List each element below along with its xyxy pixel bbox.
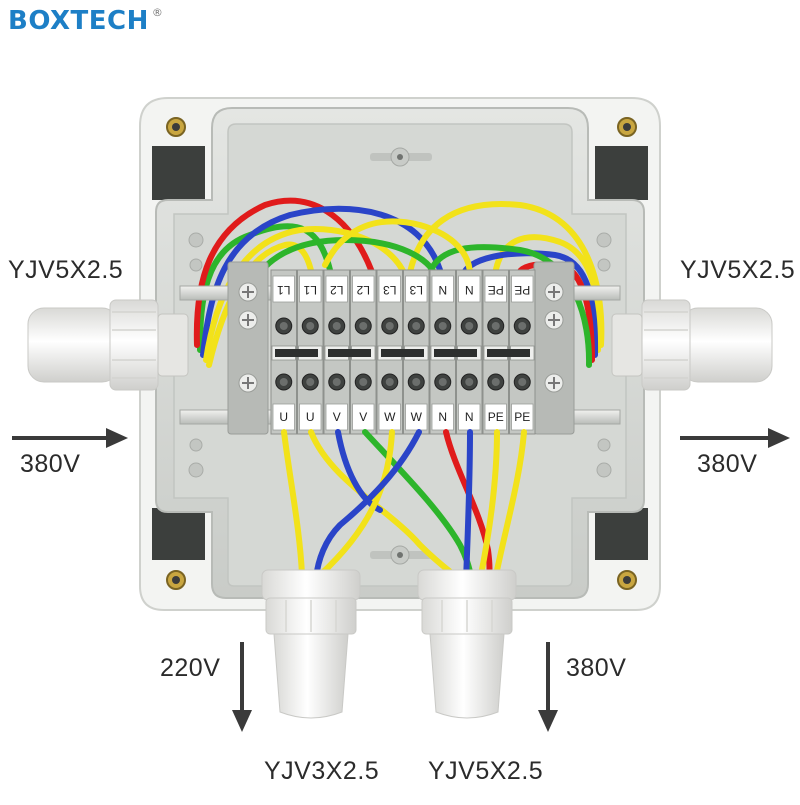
- bottom-left-voltage: 220V: [160, 654, 221, 682]
- terminal-top-label: L2: [330, 283, 344, 297]
- terminal-top-label: N: [465, 283, 474, 297]
- cable-gland-bottom-left: [261, 569, 361, 719]
- mounting-hole-icon: [166, 570, 186, 590]
- cable-gland-right: [611, 299, 773, 391]
- terminal-bottom-label: PE: [514, 410, 530, 424]
- jumper-bar: [434, 349, 477, 357]
- arrow-down-icon: [538, 642, 558, 732]
- left-input-cable-spec: YJV5X2.5: [8, 256, 124, 284]
- brand-logo: BOXTECH®: [8, 6, 163, 36]
- left-input-voltage: 380V: [20, 450, 81, 478]
- terminal-bottom-label: U: [306, 410, 315, 424]
- mounting-hole-icon: [617, 570, 637, 590]
- terminal-bottom-label: W: [384, 410, 396, 424]
- terminal-top-label: L3: [409, 283, 423, 297]
- terminal-bottom-label: V: [333, 410, 341, 424]
- logo-text: BOXTECH: [8, 6, 149, 36]
- terminal-bottom-label: N: [465, 410, 474, 424]
- terminal-bottom-label: N: [438, 410, 447, 424]
- terminal-bottom-label: V: [359, 410, 367, 424]
- mounting-holes: [166, 117, 637, 590]
- cable-gland-bottom-right: [417, 569, 517, 719]
- bottom-right-voltage: 380V: [566, 654, 627, 682]
- cable-gland-left: [27, 299, 189, 391]
- arrow-down-icon: [232, 642, 252, 732]
- corner-recess: [595, 146, 648, 200]
- arrow-right-icon: [12, 428, 128, 448]
- terminal-bottom-label: W: [411, 410, 423, 424]
- end-stop-left: [227, 261, 269, 435]
- lid-clip-bottom: [370, 545, 432, 565]
- bottom-right-cable-spec: YJV5X2.5: [428, 757, 544, 785]
- registered-mark: ®: [151, 6, 164, 19]
- terminal-top-label: PE: [488, 283, 504, 297]
- mounting-hole-icon: [617, 117, 637, 137]
- right-output-voltage: 380V: [697, 450, 758, 478]
- jumper-bar: [328, 349, 371, 357]
- terminal-top-label: PE: [514, 283, 530, 297]
- mounting-hole-icon: [166, 117, 186, 137]
- terminal-block: L1U L1U L2V L2V L3W L3W N N N N PE PE PE PE: [270, 269, 536, 435]
- terminal-top-label: L1: [303, 283, 317, 297]
- jumper-bar: [381, 349, 424, 357]
- end-stop-right: [533, 261, 575, 435]
- terminal-top-label: L2: [356, 283, 370, 297]
- terminal-bottom-label: U: [279, 410, 288, 424]
- bottom-left-cable-spec: YJV3X2.5: [264, 757, 380, 785]
- corner-recess: [152, 508, 205, 560]
- arrows: [12, 428, 790, 732]
- terminal-top-label: N: [438, 283, 447, 297]
- terminal-top-label: L1: [277, 283, 291, 297]
- terminal-bottom-label: PE: [488, 410, 504, 424]
- right-output-cable-spec: YJV5X2.5: [680, 256, 796, 284]
- jumper-bar: [275, 349, 318, 357]
- lid-clip-top: [370, 147, 432, 167]
- jumper-bar: [487, 349, 530, 357]
- corner-recess: [595, 508, 648, 560]
- inner-bosses: [188, 232, 612, 478]
- terminal-top-label: L3: [383, 283, 397, 297]
- corner-recess: [152, 146, 205, 200]
- arrow-right-icon: [680, 428, 790, 448]
